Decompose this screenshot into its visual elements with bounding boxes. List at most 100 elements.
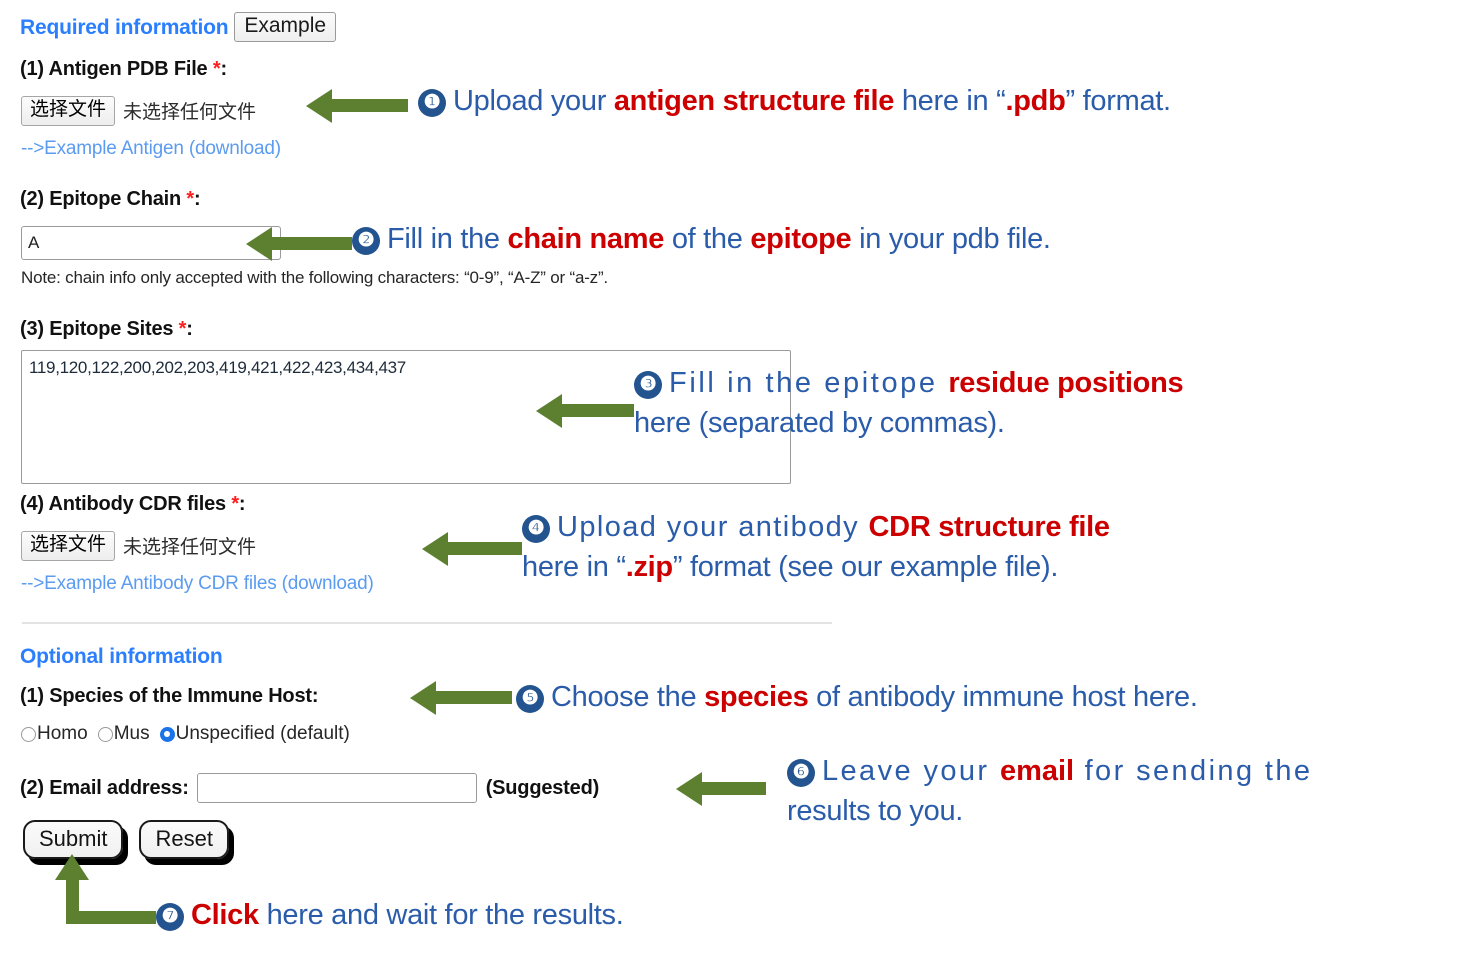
annotation-6-line-2: results to you.	[787, 795, 964, 828]
example-button[interactable]: Example	[234, 12, 337, 43]
annotation-6-number: ❻	[787, 759, 815, 787]
annotation-4-text-b: here in “	[522, 551, 626, 584]
cdr-file-input-row[interactable]: 选择文件 未选择任何文件	[21, 531, 256, 561]
annotation-5-number: ❺	[516, 685, 544, 713]
example-antibody-cdr-download-link[interactable]: -->Example Antibody CDR files (download)	[21, 573, 374, 594]
annotation-7-text-b: here and wait for the results.	[258, 899, 624, 931]
annotation-7-number: ❼	[156, 903, 184, 931]
callout-arrow-6-icon	[700, 782, 766, 795]
radio-circle-icon[interactable]	[21, 726, 36, 742]
required-star: *	[231, 493, 239, 515]
annotation-2-text-a: Fill in the	[387, 223, 508, 255]
annotation-4-text-a: Upload your antibody	[557, 511, 869, 543]
annotation-1-bold-1: antigen structure file	[613, 85, 895, 117]
epitope-chain-label-text: (2) Epitope Chain	[20, 188, 187, 210]
callout-arrow-1-icon	[330, 99, 408, 112]
antibody-cdr-files-label-text: (4) Antibody CDR files	[20, 493, 232, 515]
label-colon: :	[220, 58, 227, 80]
label-colon: :	[238, 493, 246, 515]
form-action-buttons: Submit Reset	[23, 820, 229, 860]
antigen-file-input-row[interactable]: 选择文件 未选择任何文件	[21, 96, 256, 126]
epitope-chain-label: (2) Epitope Chain *:	[20, 188, 201, 211]
radio-circle-icon[interactable]	[97, 726, 113, 742]
required-star: *	[178, 318, 187, 340]
section-divider	[22, 622, 832, 624]
species-radio-mus[interactable]: Mus	[97, 723, 150, 745]
email-row: (2) Email address: (Suggested)	[20, 773, 599, 803]
callout-arrow-3-icon	[560, 404, 634, 417]
annotation-6-text-a: Leave your	[822, 755, 1000, 787]
annotation-2-text-c: in your pdb file.	[851, 223, 1051, 255]
species-label: (1) Species of the Immune Host:	[20, 685, 319, 707]
species-radio-unspecified-label: Unspecified (default)	[175, 723, 350, 744]
annotation-4-bold-2: .zip	[625, 551, 673, 584]
radio-circle-checked-icon[interactable]	[159, 726, 175, 742]
annotation-2-text-b: of the	[664, 223, 751, 255]
antibody-cdr-files-label: (4) Antibody CDR files *:	[20, 493, 246, 516]
cdr-file-status: 未选择任何文件	[123, 537, 257, 559]
email-label: (2) Email address:	[20, 776, 189, 799]
cdr-choose-file-button[interactable]: 选择文件	[21, 531, 116, 561]
annotation-1-number: ❶	[418, 89, 446, 117]
species-radio-unspecified[interactable]: Unspecified (default)	[159, 723, 350, 745]
antigen-pdb-file-label: (1) Antigen PDB File *:	[20, 58, 227, 81]
annotation-4-line-2: here in “.zip” format (see our example f…	[522, 548, 1110, 586]
annotation-4-bold-1: CDR structure file	[868, 511, 1110, 543]
callout-arrow-5-icon	[434, 691, 512, 704]
species-radio-group[interactable]: Homo Mus Unspecified (default)	[21, 723, 360, 745]
email-input[interactable]	[196, 773, 477, 803]
callout-arrow-4-icon	[446, 542, 522, 555]
example-antigen-download-link[interactable]: -->Example Antigen (download)	[21, 138, 281, 159]
annotation-4-number: ❹	[522, 515, 550, 543]
antigen-file-status: 未选择任何文件	[123, 102, 257, 124]
optional-information-heading: Optional information	[20, 645, 223, 668]
annotation-2-bold-2: epitope	[750, 223, 852, 255]
annotation-2-bold-1: chain name	[507, 223, 665, 255]
annotation-5-bold-1: species	[704, 681, 809, 713]
annotation-7-bold-1: Click	[191, 899, 259, 931]
antigen-choose-file-button[interactable]: 选择文件	[21, 96, 116, 126]
annotation-5-text-b: of antibody immune host here.	[808, 681, 1198, 713]
required-information-heading: Required information	[20, 16, 229, 39]
epitope-sites-textarea[interactable]: 119,120,122,200,202,203,419,421,422,423,…	[21, 350, 791, 484]
epitope-sites-label: (3) Epitope Sites *:	[20, 318, 193, 341]
annotation-1-text-b: here in “	[894, 85, 1006, 117]
species-radio-homo-label: Homo	[37, 723, 88, 744]
required-star: *	[186, 188, 194, 210]
epitope-chain-note: Note: chain info only accepted with the …	[21, 268, 608, 287]
annotation-6-bold-1: email	[999, 755, 1075, 787]
callout-arrow-7-icon	[55, 854, 156, 924]
annotation-3-number: ❸	[634, 371, 662, 399]
annotation-3-line-2: here (separated by commas).	[634, 407, 1005, 440]
label-colon: :	[186, 318, 193, 340]
annotation-6-text-b: for sending the	[1074, 755, 1313, 787]
reset-button[interactable]: Reset	[139, 820, 229, 860]
annotation-1-text-a: Upload your	[453, 85, 614, 117]
epitope-sites-label-text: (3) Epitope Sites	[20, 318, 179, 340]
annotation-1-bold-2: .pdb	[1005, 85, 1066, 117]
annotation-5-text-a: Choose the	[551, 681, 705, 713]
label-colon: :	[194, 188, 201, 210]
annotation-3-bold-1: residue positions	[948, 367, 1184, 399]
epitope-chain-input[interactable]	[21, 226, 281, 260]
antigen-pdb-file-label-text: (1) Antigen PDB File	[20, 58, 213, 80]
species-radio-mus-label: Mus	[113, 723, 150, 744]
annotation-2-number: ❷	[352, 227, 380, 255]
annotation-1-text-c: ” format.	[1065, 85, 1172, 117]
email-suggested-note: (Suggested)	[485, 776, 600, 799]
annotation-3-text-a: Fill in the epitope	[669, 367, 949, 399]
required-star: *	[212, 58, 221, 80]
species-radio-homo[interactable]: Homo	[21, 723, 88, 745]
callout-arrow-2-icon	[270, 237, 352, 250]
